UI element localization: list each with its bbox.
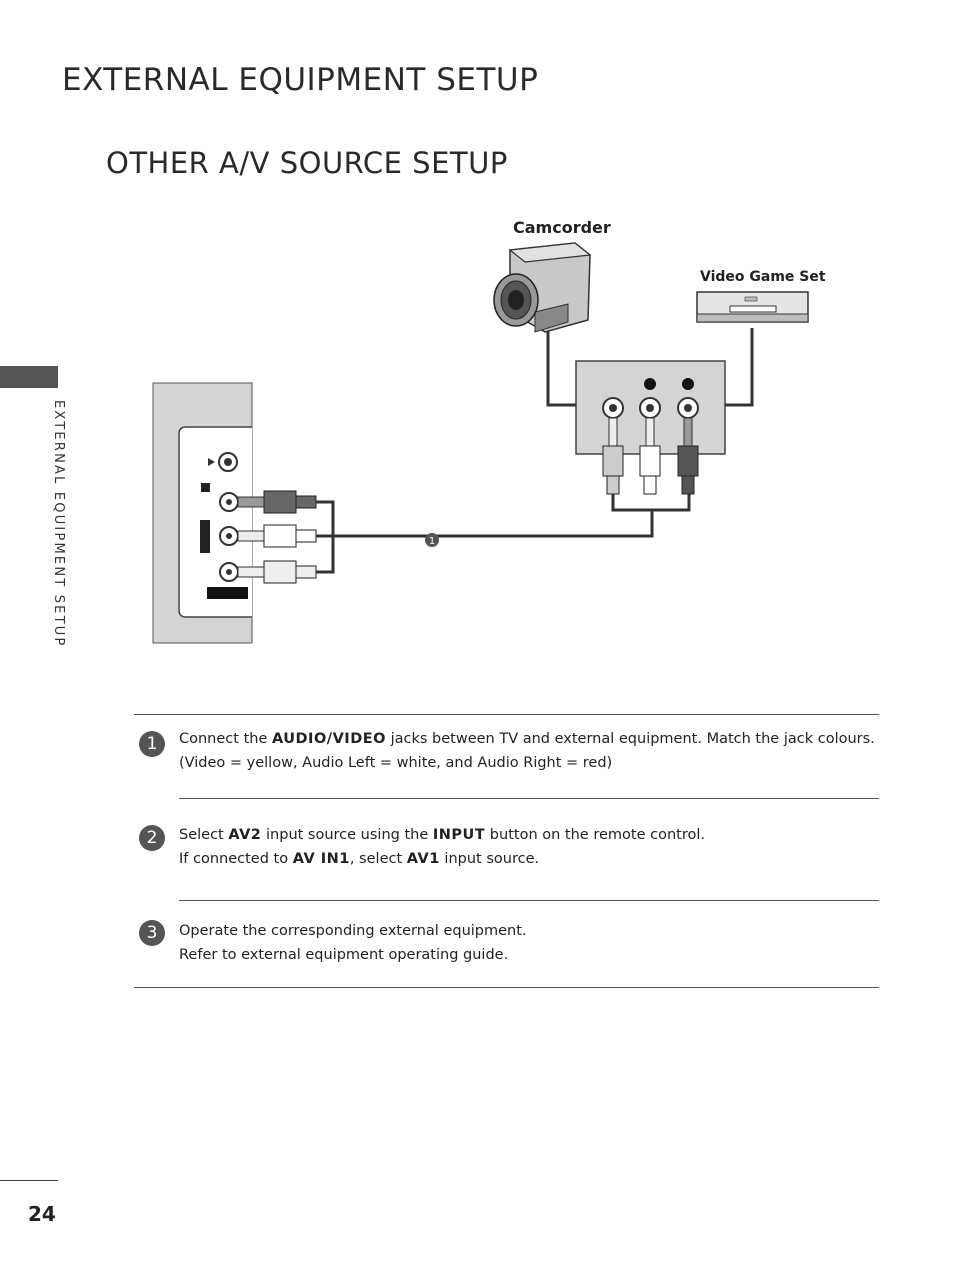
callout-marker-1 <box>425 533 439 547</box>
camcorder-image <box>493 242 592 333</box>
step-1-number: 1 <box>139 731 165 757</box>
connection-diagram: 1 <box>152 242 809 644</box>
tv-rca-plugs <box>237 490 317 584</box>
step-1-text: Connect the AUDIO/VIDEO jacks between TV… <box>179 727 875 775</box>
step-1-line-1: Connect the AUDIO/VIDEO jacks between TV… <box>179 731 875 747</box>
box-rca-plugs <box>602 417 699 495</box>
side-section-label: EXTERNAL EQUIPMENT SETUP <box>51 400 66 648</box>
step-1-divider <box>179 798 879 799</box>
step-3-line-2: Refer to external equipment operating gu… <box>179 947 509 963</box>
step-2-number: 2 <box>139 825 165 851</box>
av1-keyword: AV1 <box>406 851 440 867</box>
camcorder-label: Camcorder <box>513 218 611 237</box>
step-2-line-2: If connected to AV IN1, select AV1 input… <box>179 851 540 867</box>
video-game-set-label: Video Game Set <box>700 269 826 285</box>
side-tab-marker <box>0 366 58 388</box>
step-1-line-2: (Video = yellow, Audio Left = white, and… <box>179 755 613 771</box>
steps-bottom-rule <box>134 987 879 988</box>
callout-number: 1 <box>429 536 435 547</box>
footer-rule <box>0 1180 58 1181</box>
device-cables <box>546 328 754 407</box>
page-number: 24 <box>28 1202 56 1226</box>
section-title: OTHER A/V SOURCE SETUP <box>106 146 508 180</box>
page-title: EXTERNAL EQUIPMENT SETUP <box>62 62 539 98</box>
input-keyword: INPUT <box>432 827 486 843</box>
av-cables <box>316 494 691 574</box>
step-3-text: Operate the corresponding external equip… <box>179 919 527 967</box>
step-2-divider <box>179 900 879 901</box>
av2-keyword: AV2 <box>228 827 262 843</box>
tv-side-panel <box>152 382 253 644</box>
video-game-set-image <box>696 291 809 323</box>
step-3-number: 3 <box>139 920 165 946</box>
audio-video-keyword: AUDIO/VIDEO <box>271 731 386 747</box>
steps-top-rule <box>134 714 879 715</box>
step-2-text: Select AV2 input source using the INPUT … <box>179 823 705 871</box>
av-in1-keyword: AV IN1 <box>292 851 350 867</box>
step-2-line-1: Select AV2 input source using the INPUT … <box>179 827 705 843</box>
step-3-line-1: Operate the corresponding external equip… <box>179 923 527 939</box>
